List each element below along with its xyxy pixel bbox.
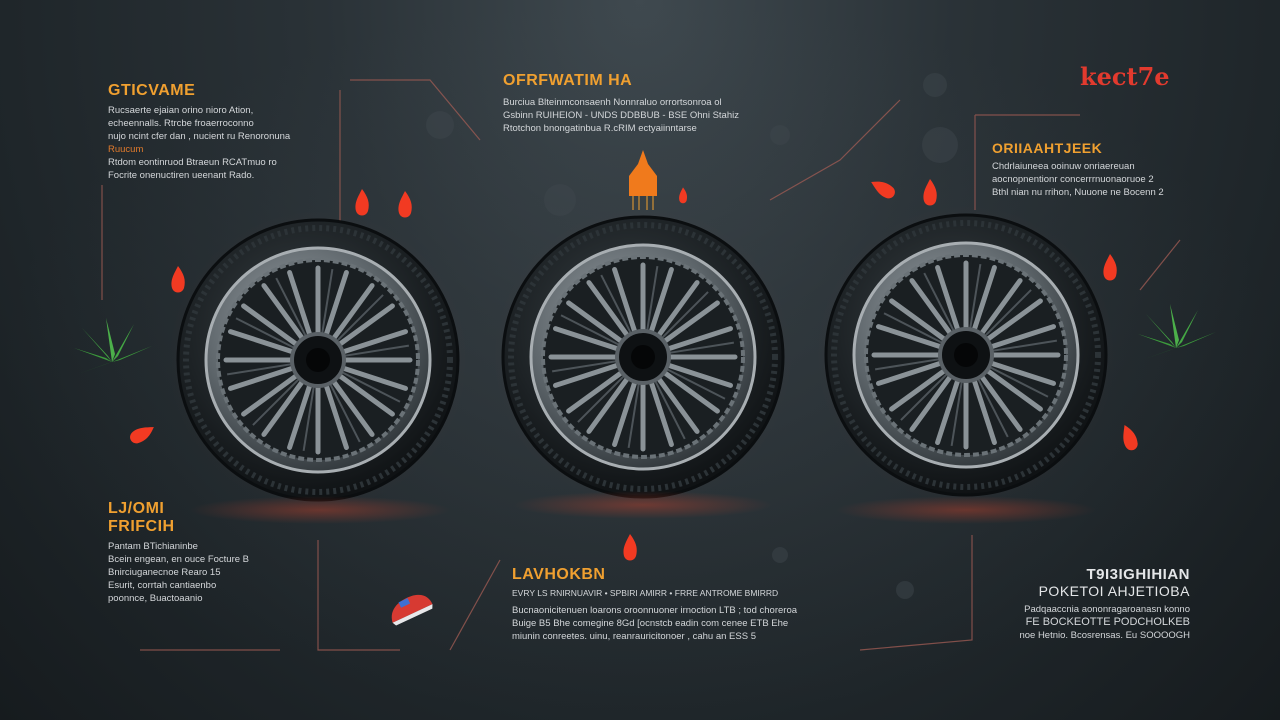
panel-bottom-left: LJ/OMI FRIFCIH Pantam BTichianinbe Bcein…	[108, 500, 249, 605]
panel-top-right: ORIIAAHTJEEK Chdrlaiuneea ooinuw onriaer…	[992, 140, 1164, 199]
panel-title: GTICVAME	[108, 82, 196, 99]
panel-line: Burciua Blteinmconsaenh Nonnraluo orrort…	[503, 97, 722, 108]
panel-title: OFRFWATIM HA	[503, 72, 633, 89]
wheel-left	[168, 210, 468, 510]
panel-line: Ruucum	[108, 144, 144, 155]
panel-line: poonnce, Buactoaanio	[108, 593, 203, 604]
panel-top-left: GTICVAME Rucsaerte ejaian orino nioro At…	[108, 82, 290, 182]
panel-line: Pantam BTichianinbe	[108, 541, 198, 552]
panel-line: Chdrlaiuneea ooinuw onriaereuan	[992, 161, 1135, 172]
panel-line: Focrite onenuctiren ueenant Rado.	[108, 170, 255, 181]
connector-lines	[101, 79, 1181, 651]
panel-line: Buige B5 Bhe comegine 8Gd [ocnstcb eadin…	[512, 618, 789, 629]
wheel-glows	[190, 491, 1096, 524]
panel-line: echeennalls. Rtrcbe froaerroconno	[108, 118, 254, 129]
panel-line: Padqaaccnia aononragaroanasn konno	[1024, 604, 1190, 615]
smoke-spots	[426, 73, 958, 599]
wheel-center	[493, 207, 793, 507]
panel-bottom-right: T9I3IGHIHIAN POKETOI AHJETIOBA Padqaaccn…	[992, 566, 1190, 642]
red-object-icon	[391, 594, 433, 626]
brand-logo: kect7e	[1080, 62, 1170, 91]
panel-line: Bthl nian nu rrihon, Nuuone ne Bocenn 2	[992, 187, 1164, 198]
panel-line: Rtotchon bnongatinbua R.cRIM ectyaiinnta…	[503, 123, 697, 134]
panel-line: Esurit, corrtah cantiaenbo	[108, 580, 217, 591]
panel-line: EVRY LS RNIRNUAVIR • SPBIRI AMIRR • FRRE…	[512, 588, 779, 598]
panel-bottom-center: LAVHOKBN EVRY LS RNIRNUAVIR • SPBIRI AMI…	[512, 566, 797, 643]
panel-title: ORIIAAHTJEEK	[992, 140, 1103, 156]
panel-line: Rtdom eontinruod Btraeun RCATmuo ro	[108, 157, 277, 168]
panel-line: miunin conreetes. uinu, reanrauricitonoe…	[512, 631, 756, 642]
panel-subtitle: FRIFCIH	[108, 518, 175, 535]
panel-line: nujo ncint cfer dan , nucient ru Renoron…	[108, 131, 291, 142]
panel-line: Bnirciuganecnoe Rearo 15	[108, 567, 221, 578]
panel-subtitle: POKETOI AHJETIOBA	[1038, 583, 1190, 599]
panel-title: LJ/OMI	[108, 500, 165, 517]
panel-line: Rucsaerte ejaian orino nioro Ation,	[108, 105, 254, 116]
panel-title: LAVHOKBN	[512, 566, 606, 583]
panel-top-center: OFRFWATIM HA Burciua Blteinmconsaenh Non…	[503, 72, 739, 135]
panel-title: T9I3IGHIHIAN	[1086, 566, 1190, 583]
wheel-right	[816, 205, 1116, 505]
lamp-icon	[629, 150, 657, 210]
panel-line: Bucnaonicitenuen loarons oroonnuoner irn…	[512, 605, 798, 616]
panel-line: FE BOCKEOTTE PODCHOLKEB	[1025, 616, 1190, 628]
panel-line: Gsbinn RUIHEION - UNDS DDBBUB - BSE Ohni…	[503, 110, 739, 121]
panel-line: aocnopnentionr concerrrnuonaoruoe 2	[992, 174, 1154, 185]
panel-line: Bcein engean, en ouce Focture B	[108, 554, 250, 565]
panel-line: noe Hetnio. Bcosrensas. Eu SOOOOGH	[1019, 630, 1190, 641]
